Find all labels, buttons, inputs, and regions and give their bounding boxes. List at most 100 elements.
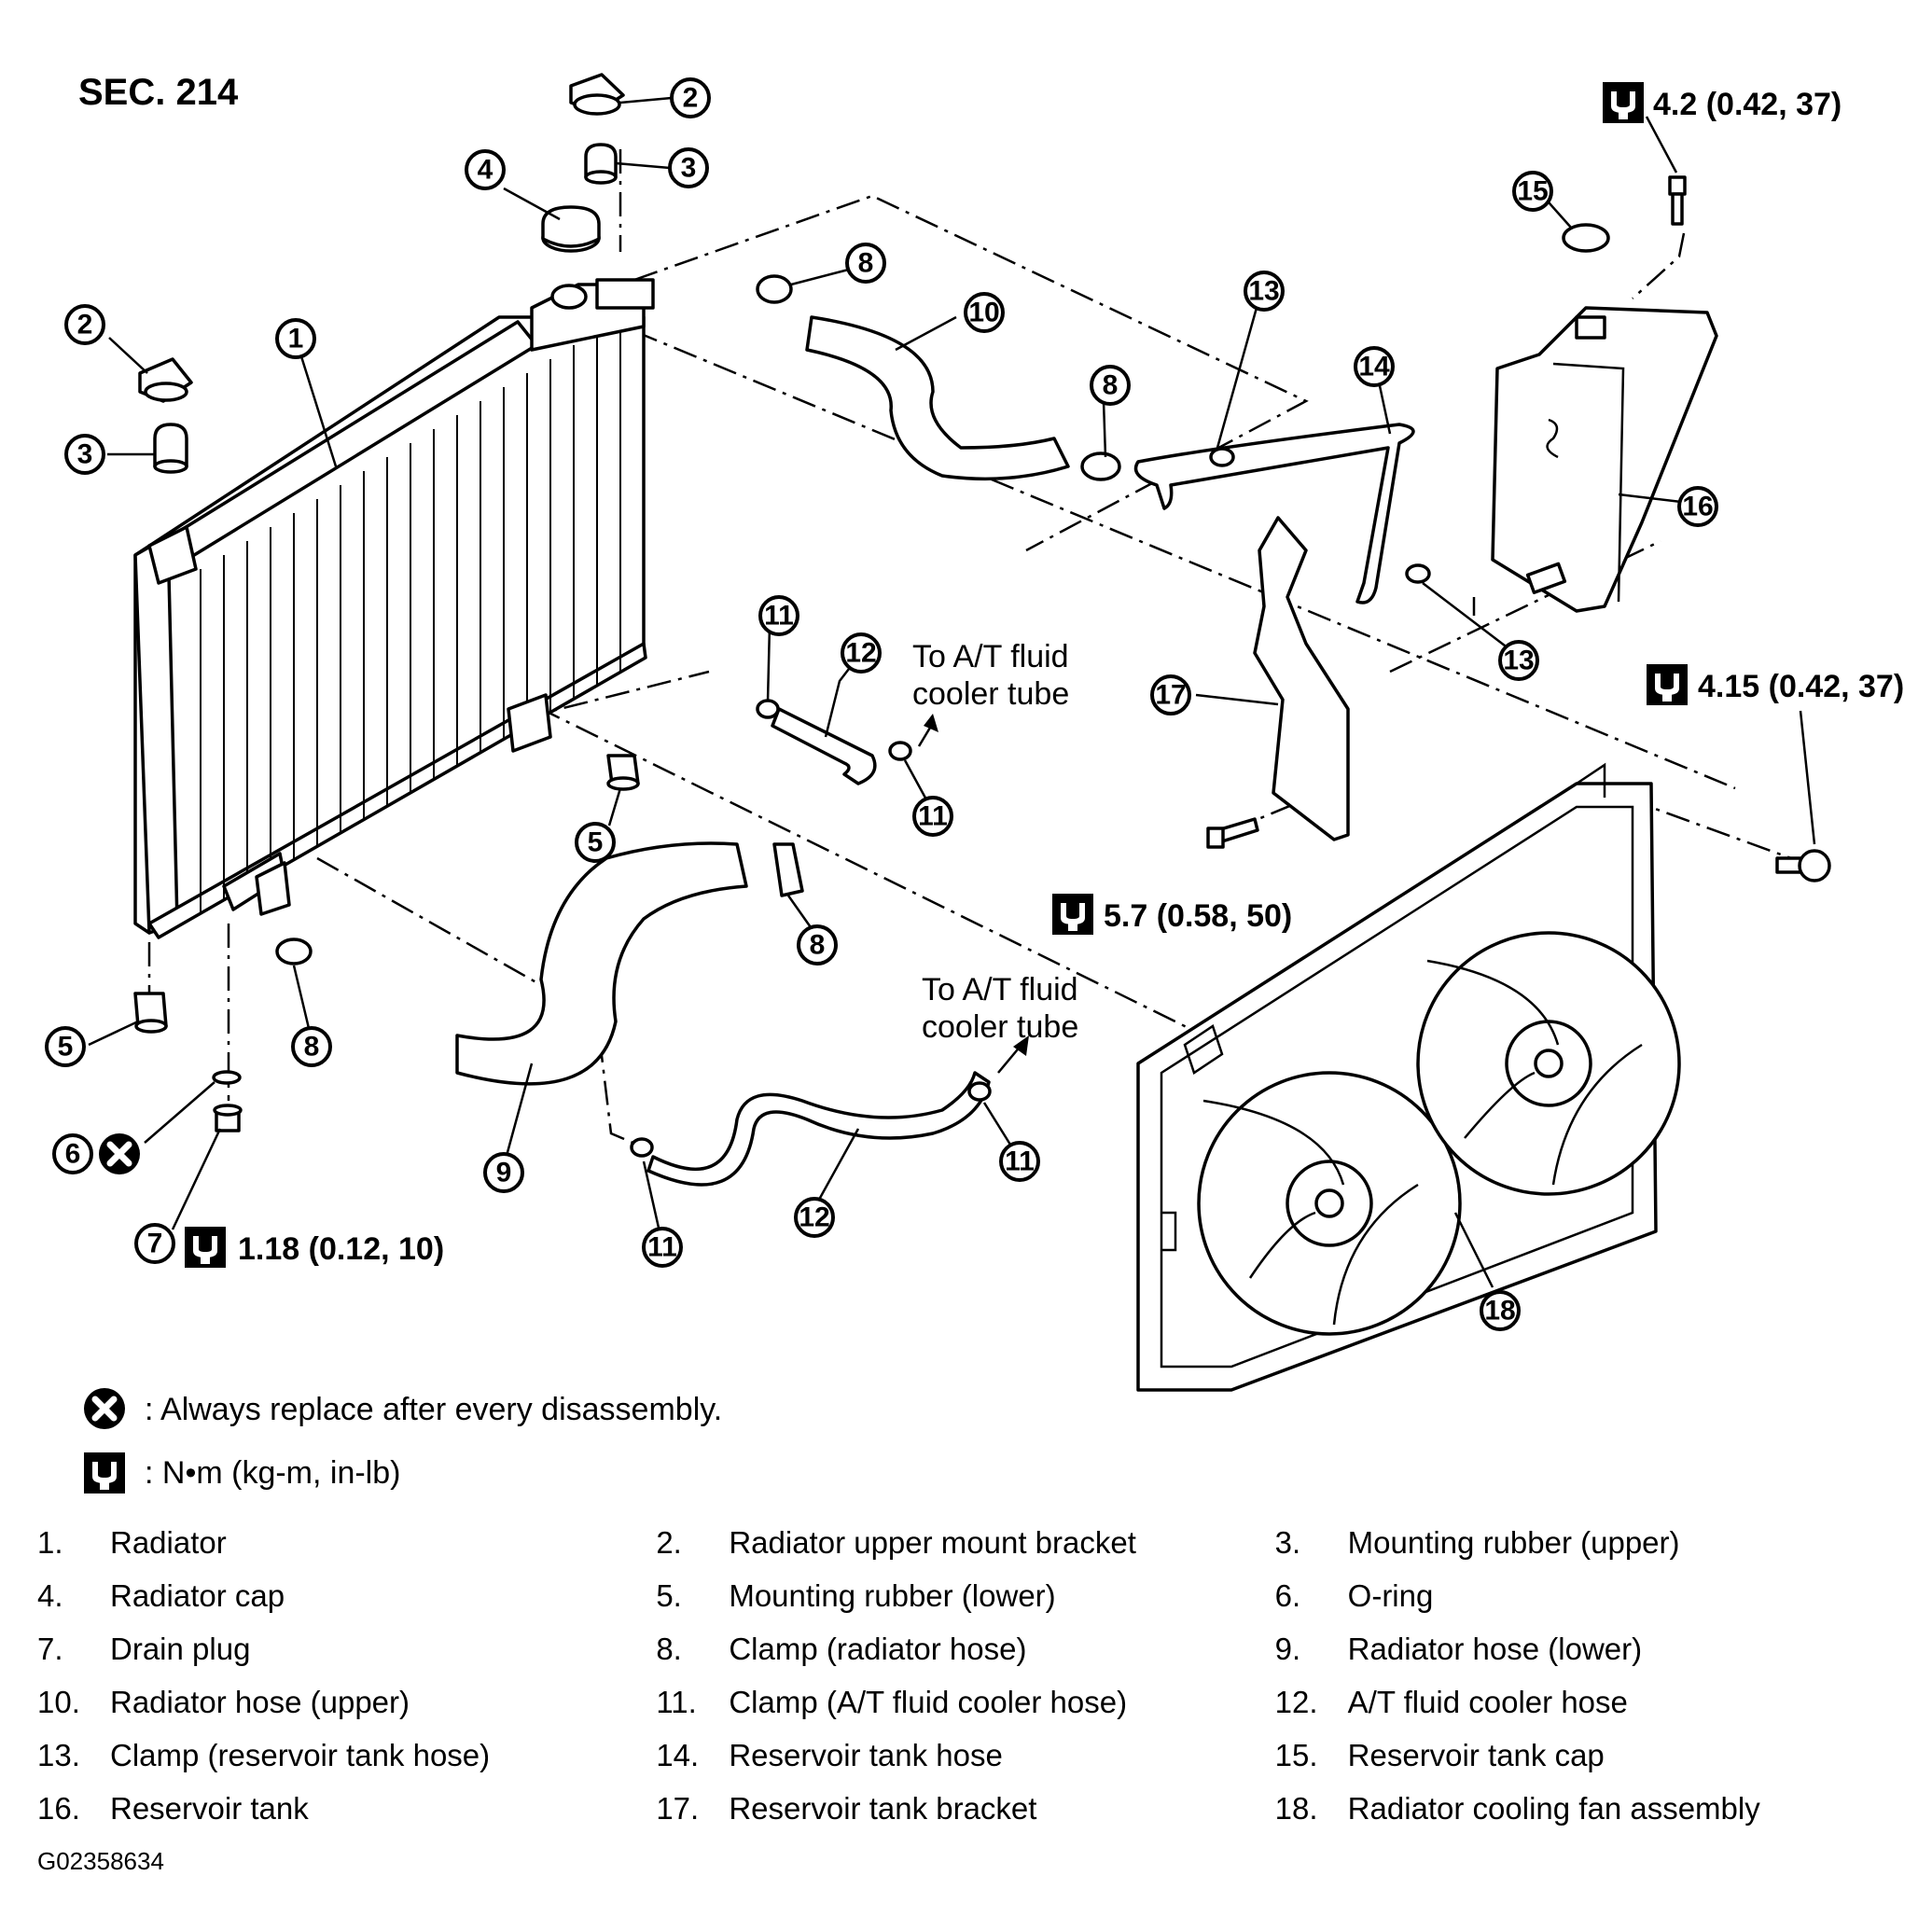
legend-torque-icon (84, 1452, 125, 1493)
radiator-cooling-fan-assembly (1136, 762, 1681, 1392)
callout-1: 1 (275, 318, 316, 359)
radiator-fins (200, 322, 621, 914)
svg-text:12: 12 (799, 1202, 829, 1233)
svg-text:4.15 (0.42, 37): 4.15 (0.42, 37) (1698, 669, 1904, 704)
callout-11-c: 11 (999, 1141, 1040, 1182)
parts-list: 1.Radiator 2.Radiator upper mount bracke… (37, 1516, 1894, 1835)
svg-text:16: 16 (1682, 492, 1713, 522)
part-item: 8.Clamp (radiator hose) (656, 1631, 1027, 1666)
legend-replace-icon (84, 1388, 125, 1429)
radiator-hose-upper (805, 315, 1070, 481)
svg-text:8: 8 (1103, 370, 1119, 401)
torque-drain-plug: 1.18 (0.12, 10) (185, 1227, 444, 1268)
fan-bolt (1775, 849, 1831, 882)
svg-text:8: 8 (810, 930, 826, 961)
svg-text:7: 7 (147, 1229, 163, 1259)
part-item: 2.Radiator upper mount bracket (656, 1524, 1136, 1560)
svg-text:9: 9 (496, 1158, 512, 1188)
svg-text:11: 11 (918, 801, 948, 832)
svg-text:12: 12 (845, 638, 876, 669)
svg-text:13: 13 (1503, 646, 1534, 676)
callout-5-right: 5 (575, 822, 616, 863)
torque-top-right: 4.2 (0.42, 37) (1603, 82, 1842, 123)
to-at-upper-line1: To A/T fluid (912, 639, 1069, 674)
svg-text:11: 11 (1005, 1146, 1035, 1177)
callout-7: 7 (134, 1223, 175, 1264)
at-cooler-hose-upper (771, 707, 877, 785)
callout-9: 9 (483, 1152, 524, 1193)
callout-6: 6 (52, 1133, 93, 1174)
part-item: 1.Radiator (37, 1524, 227, 1560)
callout-10: 10 (964, 292, 1005, 333)
part-item: 15.Reservoir tank cap (1274, 1737, 1605, 1772)
part-item: 9.Radiator hose (lower) (1274, 1631, 1643, 1666)
svg-text:4: 4 (478, 155, 493, 186)
clamp-at-cooler-hose (630, 699, 992, 1158)
at-cooler-hose-lower (646, 1071, 991, 1187)
svg-text:5.7 (0.58, 50): 5.7 (0.58, 50) (1104, 898, 1292, 934)
mounting-rubber-lower-right (606, 754, 640, 791)
callout-12-a: 12 (841, 632, 882, 674)
svg-text:8: 8 (858, 248, 874, 279)
callout-17: 17 (1150, 674, 1191, 715)
svg-text:6: 6 (65, 1139, 81, 1170)
part-item: 16.Reservoir tank (37, 1790, 309, 1826)
reservoir-tank-bracket (1253, 516, 1350, 841)
part-item: 4.Radiator cap (37, 1577, 285, 1613)
replace-icon (99, 1133, 140, 1174)
svg-text:5: 5 (58, 1032, 74, 1063)
o-ring (212, 1070, 242, 1085)
svg-text:10: 10 (968, 298, 999, 328)
callout-2-left: 2 (64, 304, 105, 345)
part-item: 6.O-ring (1274, 1577, 1434, 1613)
clamp-reservoir-tank-hose (1209, 447, 1431, 584)
svg-text:3: 3 (77, 439, 93, 470)
part-item: 14.Reservoir tank hose (656, 1737, 1003, 1772)
legend-torque-text: : N•m (kg-m, in-lb) (145, 1455, 400, 1491)
callout-8-c: 8 (797, 924, 838, 966)
torque-bracket-bolt: 5.7 (0.58, 50) (1052, 894, 1292, 935)
svg-text:13: 13 (1248, 276, 1279, 307)
legend-replace-text: : Always replace after every disassembly… (145, 1392, 722, 1427)
svg-text:2: 2 (77, 310, 93, 340)
callout-14: 14 (1354, 346, 1395, 387)
callout-5-left: 5 (45, 1026, 86, 1067)
part-item: 3.Mounting rubber (upper) (1274, 1524, 1680, 1560)
to-at-lower-line1: To A/T fluid (922, 972, 1078, 1007)
torque-fan-bolt: 4.15 (0.42, 37) (1647, 664, 1904, 705)
svg-text:4.2 (0.42, 37): 4.2 (0.42, 37) (1653, 87, 1842, 122)
torque-icon (1052, 894, 1093, 935)
callout-11-d: 11 (642, 1227, 683, 1268)
to-at-upper-line2: cooler tube (912, 676, 1069, 712)
parts-row: 16.Reservoir tank 17.Reservoir tank brac… (37, 1782, 1894, 1835)
parts-row: 13.Clamp (reservoir tank hose) 14.Reserv… (37, 1729, 1894, 1782)
svg-text:11: 11 (647, 1232, 677, 1263)
upper-mount-bracket-left (138, 357, 193, 403)
part-item: 18.Radiator cooling fan assembly (1274, 1790, 1760, 1826)
mounting-rubber-upper-left (153, 423, 188, 474)
part-item: 10.Radiator hose (upper) (37, 1684, 410, 1719)
part-item: 11.Clamp (A/T fluid cooler hose) (656, 1684, 1128, 1719)
callout-18: 18 (1480, 1290, 1521, 1331)
to-at-lower-line2: cooler tube (922, 1009, 1078, 1045)
svg-text:11: 11 (764, 601, 794, 632)
callout-16: 16 (1677, 486, 1718, 527)
parts-row: 10.Radiator hose (upper) 11.Clamp (A/T f… (37, 1675, 1894, 1729)
torque-icon (185, 1227, 226, 1268)
parts-row: 7.Drain plug 8.Clamp (radiator hose) 9.R… (37, 1622, 1894, 1675)
callout-3-left: 3 (64, 434, 105, 475)
part-item: 12.A/T fluid cooler hose (1274, 1684, 1628, 1719)
clamp-radiator-hose (275, 274, 1121, 966)
parts-row: 4.Radiator cap 5.Mounting rubber (lower)… (37, 1569, 1894, 1622)
reservoir-tank-hose (1133, 423, 1415, 604)
torque-icon (1603, 82, 1644, 123)
callout-13-a: 13 (1244, 271, 1285, 312)
svg-text:3: 3 (681, 153, 697, 184)
callout-11-b: 11 (912, 796, 953, 837)
drain-plug (213, 1104, 243, 1132)
svg-text:8: 8 (304, 1032, 320, 1063)
torque-icon (1647, 664, 1688, 705)
callout-15: 15 (1512, 171, 1553, 212)
svg-text:5: 5 (588, 827, 604, 858)
